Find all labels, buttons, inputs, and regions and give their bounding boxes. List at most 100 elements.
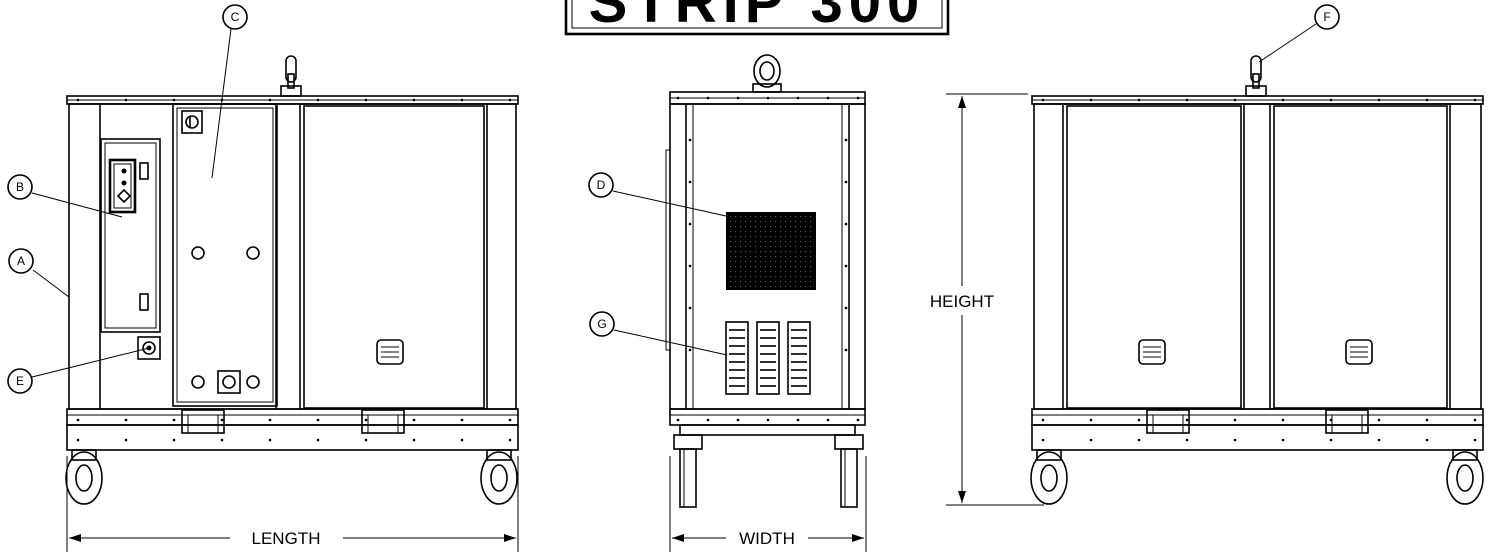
- grille-hole: [800, 261, 802, 263]
- grille-hole: [735, 256, 737, 258]
- grille-hole: [795, 241, 797, 243]
- grille-hole: [800, 286, 802, 288]
- grille-hole: [745, 271, 747, 273]
- rivet: [1233, 438, 1237, 442]
- rivet: [844, 138, 848, 142]
- grille-hole: [740, 236, 742, 238]
- door-handle-front: [376, 339, 404, 365]
- grille-hole: [780, 276, 782, 278]
- caster-right-side: [834, 434, 864, 508]
- rivet: [1089, 438, 1093, 442]
- grille-hole: [780, 261, 782, 263]
- grille-hole: [745, 266, 747, 268]
- grille-hole: [775, 256, 777, 258]
- grille-hole: [805, 221, 807, 223]
- grille-hole: [800, 266, 802, 268]
- grille-hole: [730, 231, 732, 233]
- rivet: [676, 418, 680, 422]
- grille-hole: [745, 281, 747, 283]
- rivet: [1425, 98, 1429, 102]
- grille-hole: [810, 226, 812, 228]
- grille-hole: [805, 256, 807, 258]
- grille-hole: [760, 286, 762, 288]
- grille-hole: [750, 276, 752, 278]
- rivet: [856, 418, 860, 422]
- grille-hole: [810, 246, 812, 248]
- grille-hole: [780, 221, 782, 223]
- rivet: [412, 418, 416, 422]
- grille-hole: [760, 276, 762, 278]
- width-label: WIDTH: [739, 529, 795, 548]
- grille-hole: [770, 266, 772, 268]
- grille-hole: [810, 236, 812, 238]
- rivet: [1041, 438, 1045, 442]
- grille-hole: [770, 236, 772, 238]
- grille-hole: [805, 241, 807, 243]
- inset-panel: [100, 138, 161, 333]
- grille-hole: [785, 236, 787, 238]
- grille-hole: [735, 246, 737, 248]
- grille-hole: [790, 281, 792, 283]
- height-label: HEIGHT: [930, 292, 994, 311]
- rivet: [706, 96, 710, 100]
- grille-hole: [780, 236, 782, 238]
- grille-hole: [740, 221, 742, 223]
- grille-hole: [760, 221, 762, 223]
- grille-hole: [800, 256, 802, 258]
- grille-hole: [800, 236, 802, 238]
- grille-hole: [765, 281, 767, 283]
- grille-hole: [765, 241, 767, 243]
- grille-hole: [740, 276, 742, 278]
- grille-hole: [730, 246, 732, 248]
- grille-hole: [780, 241, 782, 243]
- grille-hole: [790, 266, 792, 268]
- rivet: [268, 438, 272, 442]
- grille-hole: [770, 226, 772, 228]
- grille-hole: [755, 226, 757, 228]
- grille-hole: [770, 221, 772, 223]
- rivet: [688, 138, 692, 142]
- grille-hole: [765, 256, 767, 258]
- grille-hole: [790, 271, 792, 273]
- grille-hole: [755, 236, 757, 238]
- rivet: [508, 98, 512, 102]
- grille-hole: [760, 256, 762, 258]
- grille-hole: [730, 241, 732, 243]
- grille-hole: [735, 266, 737, 268]
- rivet: [844, 222, 848, 226]
- grille-hole: [745, 261, 747, 263]
- grille-hole: [765, 216, 767, 218]
- grille-hole: [730, 261, 732, 263]
- grille-hole: [810, 271, 812, 273]
- grille-hole: [790, 276, 792, 278]
- grille-hole: [795, 281, 797, 283]
- grille-hole: [740, 226, 742, 228]
- grille-hole: [745, 241, 747, 243]
- grille-hole: [775, 221, 777, 223]
- rivet: [412, 438, 416, 442]
- grille-hole: [790, 251, 792, 253]
- grille-hole: [730, 286, 732, 288]
- rivet: [412, 98, 416, 102]
- grille-hole: [750, 221, 752, 223]
- grille-hole: [755, 276, 757, 278]
- grille-hole: [790, 221, 792, 223]
- grille-hole: [730, 251, 732, 253]
- grille-hole: [765, 236, 767, 238]
- grille-hole: [785, 241, 787, 243]
- grille-hole: [750, 246, 752, 248]
- grille-hole: [735, 276, 737, 278]
- rivet: [460, 418, 464, 422]
- grille-hole: [745, 221, 747, 223]
- lifting-eye-side: [752, 54, 782, 93]
- rivet: [1041, 98, 1045, 102]
- grille-hole: [800, 216, 802, 218]
- grille-hole: [765, 276, 767, 278]
- grille-hole: [800, 281, 802, 283]
- grille-hole: [775, 241, 777, 243]
- grille-hole: [735, 226, 737, 228]
- grille-hole: [775, 216, 777, 218]
- grille-hole: [775, 251, 777, 253]
- grille-hole: [775, 226, 777, 228]
- grille-hole: [805, 286, 807, 288]
